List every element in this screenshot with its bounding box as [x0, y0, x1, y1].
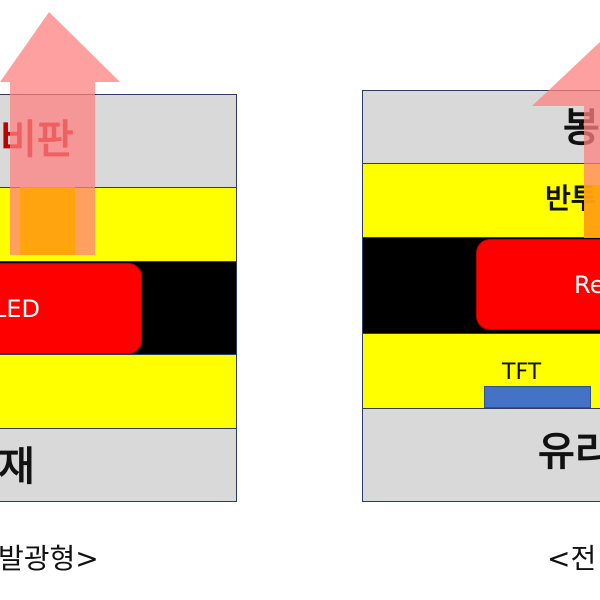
left-bottom-layer	[0, 428, 237, 502]
left-divider-4	[0, 428, 237, 429]
right-caption: <전	[547, 542, 597, 575]
right-oled-label: Re	[574, 270, 600, 299]
right-up-arrow-icon	[532, 41, 600, 238]
right-oled-block: Re	[476, 239, 600, 330]
right-divider-1	[363, 163, 600, 164]
right-tft-label: TFT	[502, 360, 542, 385]
left-divider-2	[0, 261, 237, 262]
right-bottom-layer	[363, 408, 600, 502]
left-divider-1	[0, 187, 237, 188]
right-bottom-label: 유리	[538, 429, 600, 475]
left-divider-3	[0, 354, 237, 355]
right-divider-4	[363, 408, 600, 409]
left-bottom-label: 재	[0, 444, 35, 490]
left-oled-block: LED	[0, 263, 142, 354]
left-oled-label: LED	[0, 294, 41, 323]
right-tft-block	[484, 386, 591, 408]
right-upper-yellow-layer	[363, 163, 600, 237]
left-lower-yellow-layer	[0, 354, 237, 428]
left-up-arrow-icon	[0, 12, 120, 255]
right-divider-3	[363, 333, 600, 334]
left-caption: 발광형>	[0, 542, 99, 575]
right-divider-2	[363, 237, 600, 238]
